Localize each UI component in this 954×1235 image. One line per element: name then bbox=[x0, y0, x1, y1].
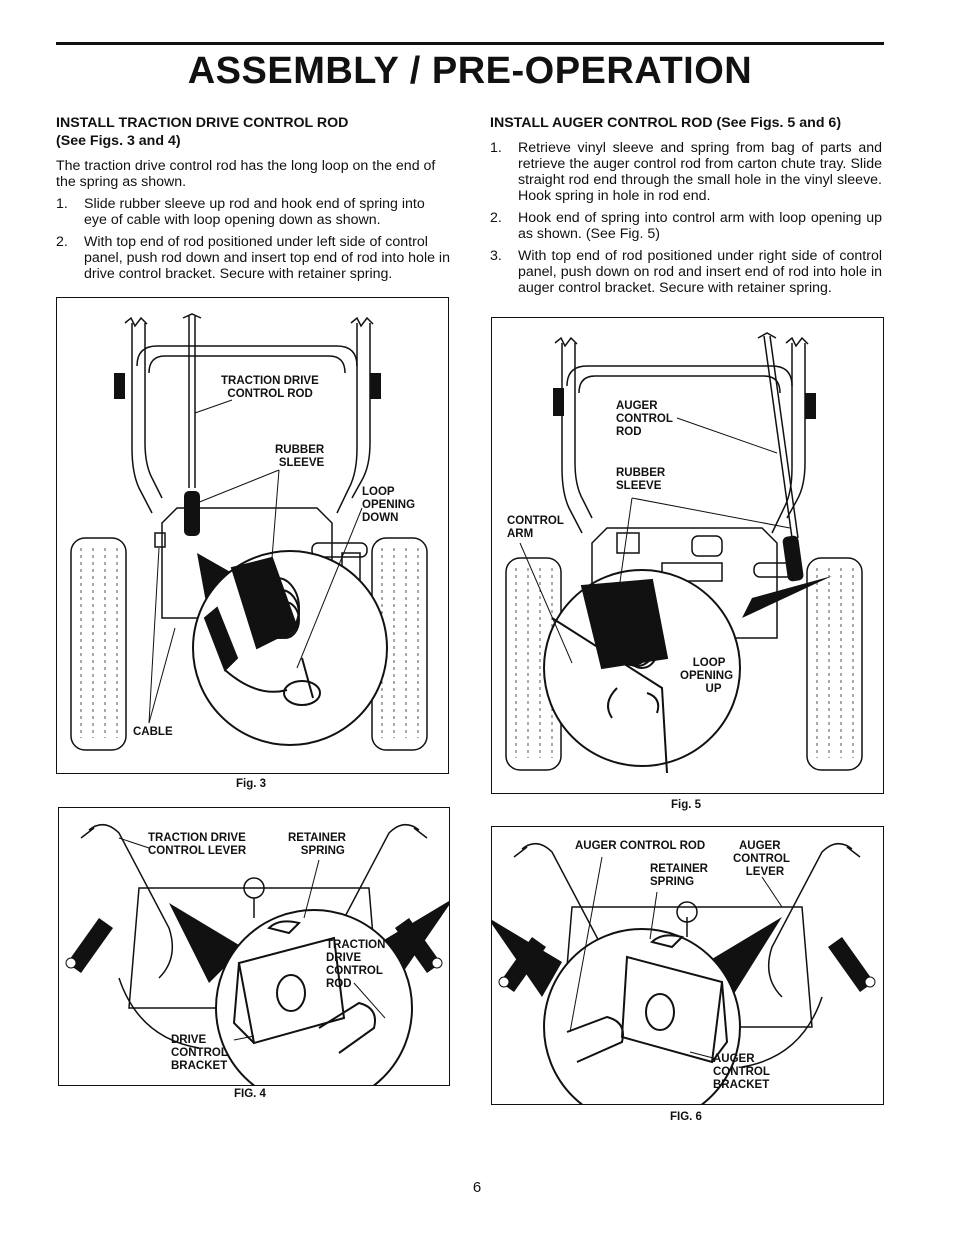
fig3-rod-label: TRACTION DRIVE CONTROL ROD bbox=[221, 375, 319, 400]
step-text: Hook end of spring into control arm with… bbox=[518, 210, 882, 242]
left-column: INSTALL TRACTION DRIVE CONTROL ROD (See … bbox=[56, 114, 450, 288]
left-heading-line1: INSTALL TRACTION DRIVE CONTROL ROD bbox=[56, 115, 349, 131]
right-steps: 1. Retrieve vinyl sleeve and spring from … bbox=[490, 140, 882, 296]
figure-4-illustration bbox=[65, 824, 449, 1085]
step-text: With top end of rod positioned under lef… bbox=[84, 234, 450, 282]
fig3-loop-label: LOOP OPENING DOWN bbox=[362, 486, 416, 524]
figure-6: AUGER CONTROL ROD RETAINER SPRING AUGER … bbox=[491, 826, 884, 1105]
figure-6-illustration bbox=[492, 843, 876, 1104]
left-step-2: 2. With top end of rod positioned under l… bbox=[56, 234, 450, 282]
fig6-bracket-label: AUGER CONTROL BRACKET bbox=[713, 1053, 770, 1091]
step-number: 2. bbox=[56, 234, 68, 250]
left-heading-line2: (See Figs. 3 and 4) bbox=[56, 133, 181, 149]
step-text: Slide rubber sleeve up rod and hook end … bbox=[84, 196, 425, 228]
left-steps: 1. Slide rubber sleeve up rod and hook en… bbox=[56, 196, 450, 282]
fig4-caption: FIG. 4 bbox=[234, 1088, 266, 1100]
right-step-2: 2. Hook end of spring into control arm wi… bbox=[490, 210, 882, 242]
page-title: ASSEMBLY / PRE-OPERATION bbox=[187, 50, 753, 92]
left-heading: INSTALL TRACTION DRIVE CONTROL ROD (See … bbox=[56, 114, 450, 150]
figure-5-illustration bbox=[505, 332, 863, 774]
fig5-loop-label: LOOP OPENING UP bbox=[680, 657, 734, 695]
fig6-retainer-label: RETAINER SPRING bbox=[650, 863, 708, 888]
step-text: With top end of rod positioned under rig… bbox=[518, 248, 882, 296]
left-intro: The traction drive control rod has the l… bbox=[56, 158, 436, 190]
fig6-lever-label: AUGER CONTROL LEVER bbox=[733, 840, 790, 878]
fig5-sleeve-label: RUBBER SLEEVE bbox=[616, 467, 666, 492]
fig5-arm-label: CONTROL ARM bbox=[507, 515, 564, 540]
step-number: 1. bbox=[56, 196, 68, 212]
page-number: 6 bbox=[472, 1179, 482, 1196]
figure-4: TRACTION DRIVE CONTROL LEVER RETAINER SP… bbox=[58, 807, 450, 1086]
fig6-caption: FIG. 6 bbox=[670, 1111, 702, 1123]
figure-3-illustration bbox=[70, 313, 428, 751]
fig3-cable-label: CABLE bbox=[133, 726, 173, 738]
fig5-rod-label: AUGER CONTROL ROD bbox=[616, 400, 673, 438]
left-step-1: 1. Slide rubber sleeve up rod and hook en… bbox=[56, 196, 450, 228]
figure-3: TRACTION DRIVE CONTROL ROD RUBBER SLEEVE… bbox=[56, 297, 449, 774]
fig5-caption: Fig. 5 bbox=[671, 799, 702, 811]
figure-5: AUGER CONTROL ROD RUBBER SLEEVE CONTROL … bbox=[491, 317, 884, 794]
fig4-lever-label: TRACTION DRIVE CONTROL LEVER bbox=[148, 832, 247, 857]
step-number: 3. bbox=[490, 248, 502, 264]
fig4-rod-label: TRACTION DRIVE CONTROL ROD bbox=[326, 939, 386, 990]
right-column: INSTALL AUGER CONTROL ROD (See Figs. 5 a… bbox=[490, 114, 882, 302]
fig3-sleeve-label: RUBBER SLEEVE bbox=[275, 444, 325, 469]
fig4-retainer-label: RETAINER SPRING bbox=[288, 832, 346, 857]
fig6-rod-label: AUGER CONTROL ROD bbox=[575, 840, 706, 852]
right-step-3: 3. With top end of rod positioned under r… bbox=[490, 248, 882, 296]
right-step-1: 1. Retrieve vinyl sleeve and spring from … bbox=[490, 140, 882, 204]
step-text: Retrieve vinyl sleeve and spring from ba… bbox=[518, 140, 882, 204]
title-rule bbox=[56, 42, 884, 45]
fig3-caption: Fig. 3 bbox=[236, 778, 267, 790]
step-number: 1. bbox=[490, 140, 502, 156]
fig4-bracket-label: DRIVE CONTROL BRACKET bbox=[171, 1034, 228, 1072]
right-heading: INSTALL AUGER CONTROL ROD (See Figs. 5 a… bbox=[490, 115, 842, 131]
step-number: 2. bbox=[490, 210, 502, 226]
